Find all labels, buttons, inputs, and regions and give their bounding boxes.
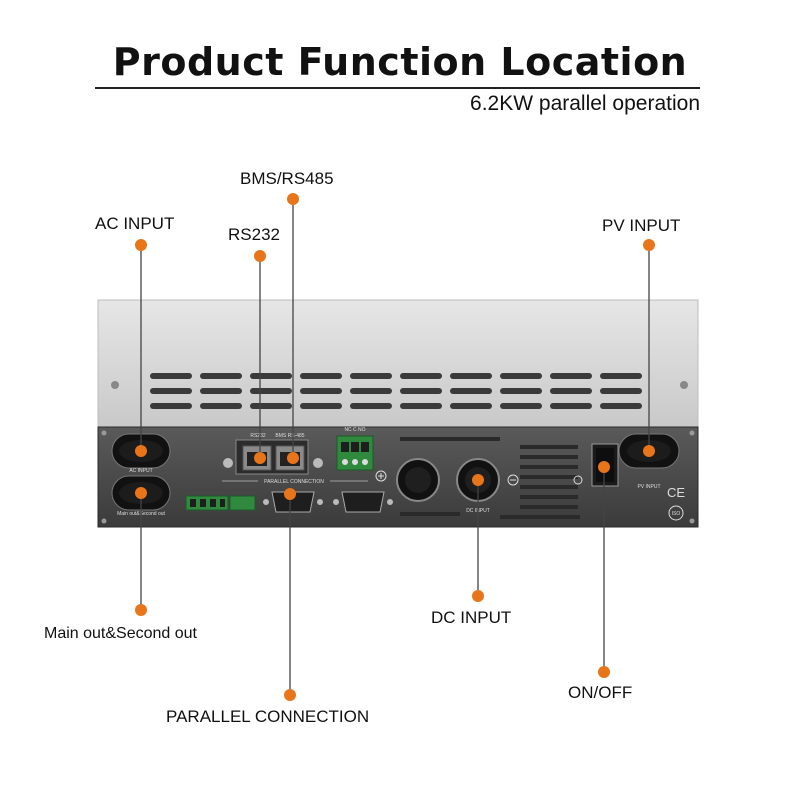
parallel-bottom-dot (284, 689, 296, 701)
rs232-top-dot (254, 250, 266, 262)
ce-mark: CE (667, 485, 685, 500)
parallel-panel-dot (284, 488, 296, 500)
label-bms-rs485: BMS/RS485 (240, 169, 334, 188)
on-off-panel-dot (598, 461, 610, 473)
dc-input-bottom-dot (472, 590, 484, 602)
label-ac-input: AC INPUT (95, 214, 175, 233)
label-on-off: ON/OFF (568, 683, 633, 702)
label-parallel-connection: PARALLEL CONNECTION (166, 707, 370, 726)
bms-panel-dot (287, 452, 299, 464)
main-out-panel-dot (135, 487, 147, 499)
label-rs232: RS232 (228, 225, 280, 244)
rs232-panel-dot (254, 452, 266, 464)
main-out-bottom-dot (135, 604, 147, 616)
dc-input-terminals: DC INPUT (396, 437, 580, 519)
callout-lines (140, 199, 650, 695)
label-dc-input: DC INPUT (431, 608, 512, 627)
panel-bms-text: BMS RS-485 (275, 433, 304, 439)
bms-top-dot (287, 193, 299, 205)
inverter-housing (97, 299, 699, 428)
title-underline (95, 87, 700, 89)
panel-pv-input-text: PV INPUT (637, 484, 660, 490)
pv-input-top-dot (643, 239, 655, 251)
panel-ac-input-text: AC INPUT (129, 468, 152, 474)
page-title: Product Function Location (112, 40, 688, 84)
panel-rs232-text: RS232 (250, 433, 266, 439)
panel-parallel-text: PARALLEL CONNECTION (264, 479, 324, 485)
pv-input-panel-dot (643, 445, 655, 457)
page-subtitle: 6.2KW parallel operation (470, 92, 700, 115)
ac-input-panel-dot (135, 445, 147, 457)
ac-input-top-dot (135, 239, 147, 251)
parallel-connection-ports: PARALLEL CONNECTION (185, 470, 393, 513)
label-pv-input: PV INPUT (602, 216, 681, 235)
panel-nc-c-no-text: NC C NO (344, 427, 365, 433)
on-off-bottom-dot (598, 666, 610, 678)
back-panel: AC INPUT Main out&Second out RS232 BMS R… (97, 426, 699, 528)
dc-input-panel-dot (472, 474, 484, 486)
label-main-second-out: Main out&Second out (44, 625, 197, 642)
dry-contact-terminal: NC C NO (336, 427, 374, 471)
callout-dots (135, 193, 655, 701)
iso-mark: ISO (672, 511, 681, 517)
